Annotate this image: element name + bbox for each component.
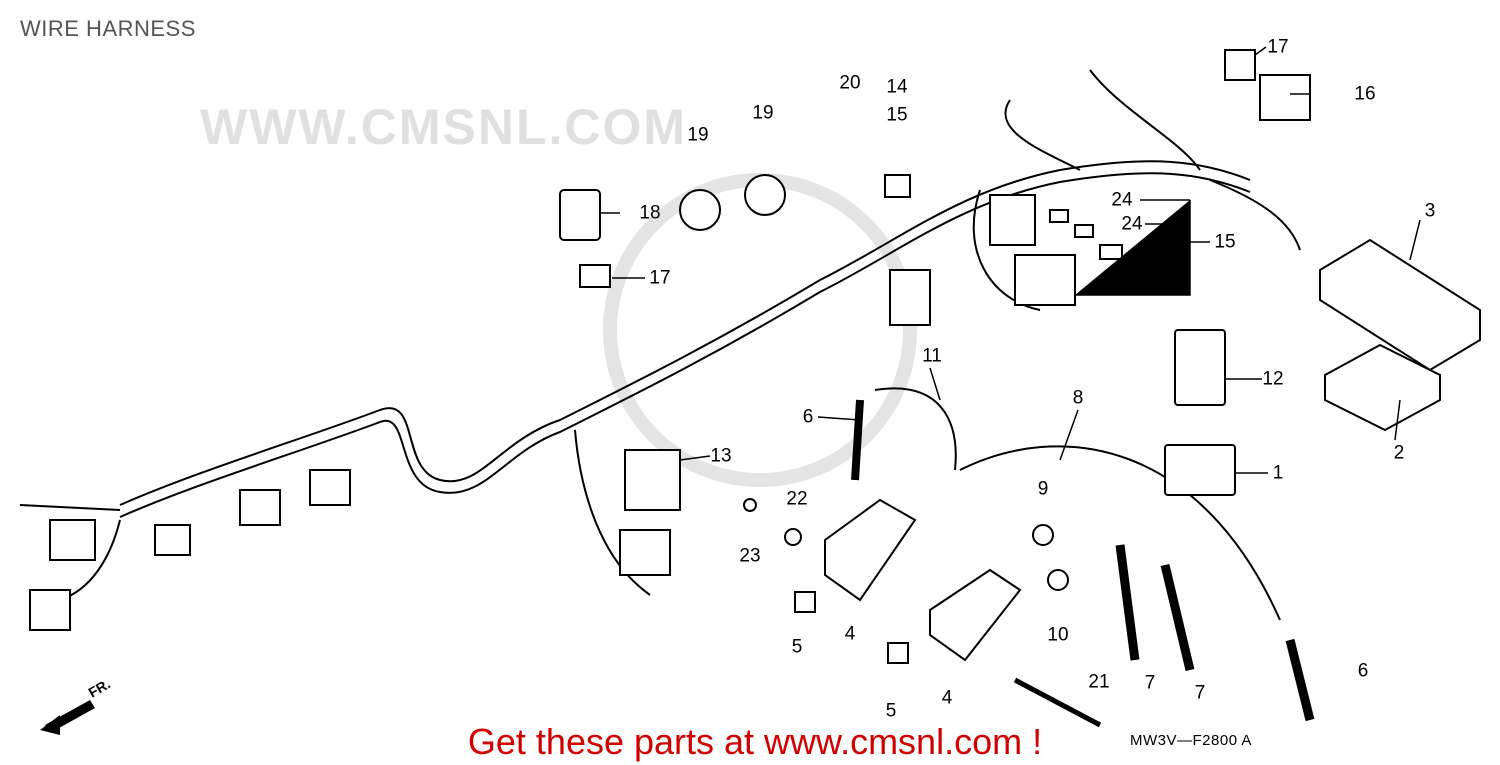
callout-7b: 7: [1194, 682, 1206, 704]
callout-19a: 19: [687, 124, 709, 146]
callout-8: 8: [1072, 387, 1084, 409]
callout-6b: 6: [1357, 660, 1369, 682]
callout-15: 15: [886, 104, 908, 126]
callout-2: 2: [1393, 442, 1405, 464]
page-title: WIRE HARNESS: [20, 16, 196, 41]
callout-7a: 7: [1144, 672, 1156, 694]
callout-19b: 19: [752, 102, 774, 124]
callout-24b: 24: [1121, 213, 1143, 235]
callout-14: 14: [886, 76, 908, 98]
callout-4a: 4: [844, 623, 856, 645]
callout-18: 18: [639, 202, 661, 224]
callout-10: 10: [1047, 624, 1069, 646]
diagram-code: MW3V—F2800 A: [1130, 732, 1252, 749]
callout-17a: 17: [1267, 36, 1289, 58]
callout-23: 23: [739, 545, 761, 567]
callout-20: 20: [839, 72, 861, 94]
callout-9: 9: [1037, 478, 1049, 500]
callout-4b: 4: [941, 687, 953, 709]
callout-16: 16: [1354, 83, 1376, 105]
callout-12: 12: [1262, 368, 1284, 390]
callout-3: 3: [1424, 200, 1436, 222]
callout-1: 1: [1272, 462, 1284, 484]
watermark: WWW.CMSNL.COM: [200, 99, 688, 155]
watermark-logo: [603, 173, 917, 487]
callout-17b: 17: [649, 267, 671, 289]
callout-11: 11: [922, 345, 942, 367]
callout-5a: 5: [791, 636, 803, 658]
front-arrow-icon: [40, 700, 95, 735]
callout-24a: 24: [1111, 189, 1133, 211]
callout-22: 22: [786, 488, 808, 510]
callout-6a: 6: [802, 406, 814, 428]
leader-lines: [600, 46, 1421, 474]
callout-21: 21: [1088, 671, 1110, 693]
callout-15b: 15: [1214, 231, 1236, 253]
callout-25: 25: [1144, 237, 1166, 259]
callout-5b: 5: [885, 700, 897, 722]
callout-13: 13: [710, 445, 732, 467]
parts: [29, 49, 1481, 728]
promo-link[interactable]: Get these parts at www.cmsnl.com !: [467, 721, 1043, 762]
